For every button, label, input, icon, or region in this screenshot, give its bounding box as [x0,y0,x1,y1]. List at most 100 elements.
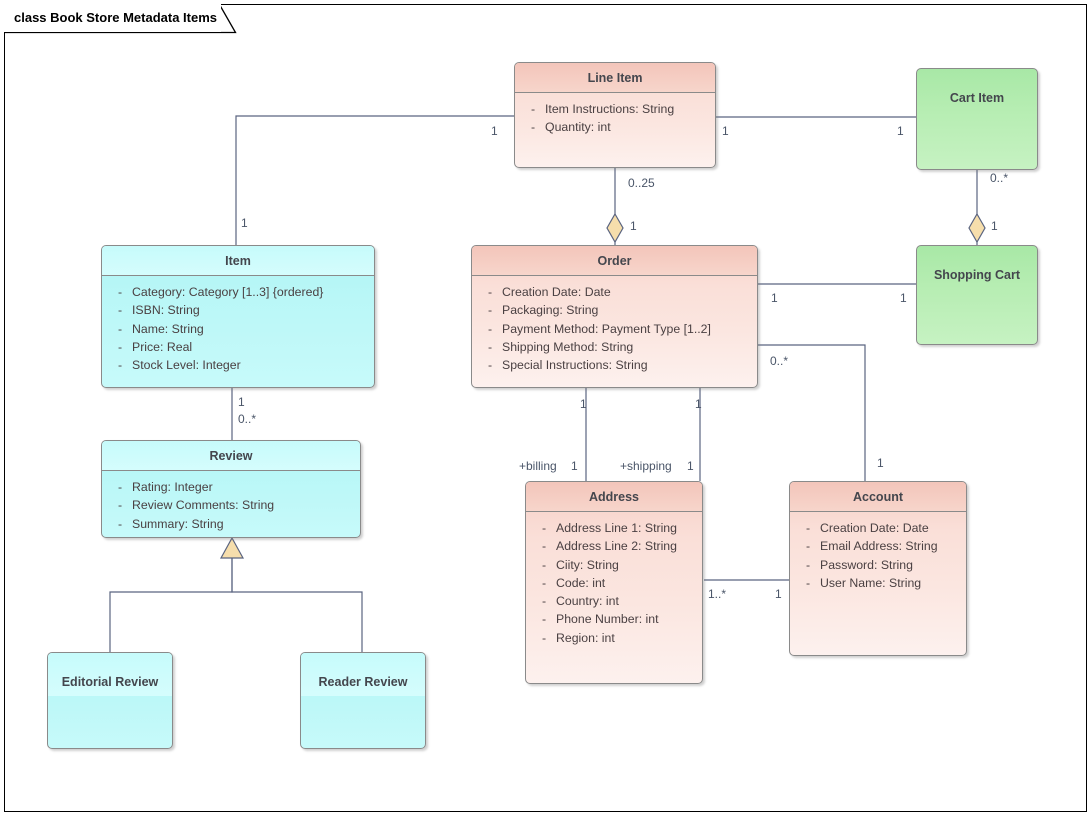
visibility-marker: - [542,575,547,590]
attribute-text: Summary: String [132,516,224,531]
multiplicity-cartitem-cart-target: 1 [991,219,998,233]
attribute-row: - Item Instructions: String [521,100,709,118]
multiplicity-cartitem-cart-source: 0..* [990,171,1009,185]
visibility-marker: - [488,321,493,336]
attribute-text: Creation Date: Date [820,521,929,535]
visibility-marker: - [542,539,547,554]
attribute-row: - Rating: Integer [108,478,354,496]
attribute-row: - Phone Number: int [532,610,696,628]
class-separator [790,511,966,512]
frame-tab: class Book Store Metadata Items [4,4,222,32]
attribute-row: - Special Instructions: String [478,356,751,374]
attribute-text: Password: String [820,557,913,572]
visibility-marker: - [806,575,811,590]
multiplicity-lineitem-item-target: 1 [241,216,248,230]
multiplicity-lineitem-cartitem-target: 1 [897,124,904,138]
class-title-item: Item [102,246,374,275]
visibility-marker: - [542,630,547,645]
attribute-row: - Address Line 2: String [532,537,696,555]
attribute-text: Special Instructions: String [502,358,648,373]
visibility-marker: - [118,303,123,318]
attribute-row: - Stock Level: Integer [108,356,368,374]
visibility-marker: - [542,594,547,609]
attribute-text: Rating: Integer [132,480,213,494]
role-label-shipping: +shipping [620,459,672,473]
visibility-marker: - [118,285,123,299]
multiplicity-lineitem-cartitem-source: 1 [722,124,729,138]
attribute-text: Region: int [556,630,615,645]
multiplicity-item-review-source: 1 [238,395,245,409]
class-attributes-review: - Rating: Integer - Review Comments: Str… [102,471,360,537]
visibility-marker: - [542,521,547,535]
class-separator [472,275,757,276]
attribute-text: Shipping Method: String [502,339,634,354]
class-separator [102,275,374,276]
class-attributes-order: - Creation Date: Date - Packaging: Strin… [472,276,757,380]
class-item[interactable]: Item - Category: Category [1..3] {ordere… [101,245,375,388]
class-separator [515,92,715,93]
class-title-review: Review [102,441,360,470]
visibility-marker: - [488,303,493,318]
visibility-marker: - [118,358,123,373]
attribute-text: Quantity: int [545,120,611,135]
attribute-text: Price: Real [132,339,193,354]
attribute-row: - Email Address: String [796,537,960,555]
attribute-text: Packaging: String [502,303,599,318]
attribute-text: Code: int [556,575,606,590]
attribute-row: - Ciity: String [532,556,696,574]
attribute-row: - Creation Date: Date [478,283,751,301]
class-account[interactable]: Account - Creation Date: Date - Email Ad… [789,481,967,656]
multiplicity-order-cart-source: 1 [771,291,778,305]
class-review[interactable]: Review - Rating: Integer - Review Commen… [101,440,361,538]
class-separator [102,470,360,471]
attribute-text: Address Line 1: String [556,521,677,535]
attribute-row: - Country: int [532,592,696,610]
multiplicity-order-shipping-bottom: 1 [687,459,694,473]
attribute-text: ISBN: String [132,303,200,318]
multiplicity-lineitem-order-source: 0..25 [628,176,655,190]
attribute-text: Review Comments: String [132,498,275,513]
attribute-text: Item Instructions: String [545,102,675,116]
class-order[interactable]: Order - Creation Date: Date - Packaging:… [471,245,758,388]
visibility-marker: - [488,358,493,373]
class-title-reader-review: Reader Review [301,653,425,696]
visibility-marker: - [806,539,811,554]
attribute-row: - Code: int [532,574,696,592]
attribute-row: - Region: int [532,629,696,647]
attribute-text: Category: Category [1..3] {ordered} [132,285,324,299]
attribute-row: - Packaging: String [478,301,751,319]
multiplicity-lineitem-order-target: 1 [630,219,637,233]
class-shopping-cart[interactable]: Shopping Cart [916,245,1038,345]
attribute-row: - Address Line 1: String [532,519,696,537]
multiplicity-lineitem-item-source: 1 [491,124,498,138]
class-editorial-review[interactable]: Editorial Review [47,652,173,749]
attribute-text: Name: String [132,321,204,336]
visibility-marker: - [531,102,536,116]
class-separator [526,511,702,512]
attribute-row: - Price: Real [108,338,368,356]
class-address[interactable]: Address - Address Line 1: String - Addre… [525,481,703,684]
attribute-row: - Name: String [108,320,368,338]
class-line-item[interactable]: Line Item - Item Instructions: String - … [514,62,716,168]
multiplicity-order-shipping-top: 1 [695,397,702,411]
class-title-editorial-review: Editorial Review [48,653,172,696]
attribute-text: Payment Method: Payment Type [1..2] [502,321,711,336]
multiplicity-item-review-target: 0..* [238,412,257,426]
multiplicity-order-billing-bottom: 1 [571,459,578,473]
attribute-row: - Password: String [796,556,960,574]
multiplicity-order-account-target: 1 [877,456,884,470]
attribute-text: Ciity: String [556,557,619,572]
attribute-text: Country: int [556,594,619,609]
attribute-row: - ISBN: String [108,301,368,319]
class-title-order: Order [472,246,757,275]
class-title-line-item: Line Item [515,63,715,92]
visibility-marker: - [118,339,123,354]
attribute-text: Address Line 2: String [556,539,677,554]
class-reader-review[interactable]: Reader Review [300,652,426,749]
multiplicity-address-account-source: 1..* [708,587,727,601]
visibility-marker: - [542,557,547,572]
attribute-row: - Shipping Method: String [478,338,751,356]
class-cart-item[interactable]: Cart Item [916,68,1038,170]
visibility-marker: - [488,339,493,354]
